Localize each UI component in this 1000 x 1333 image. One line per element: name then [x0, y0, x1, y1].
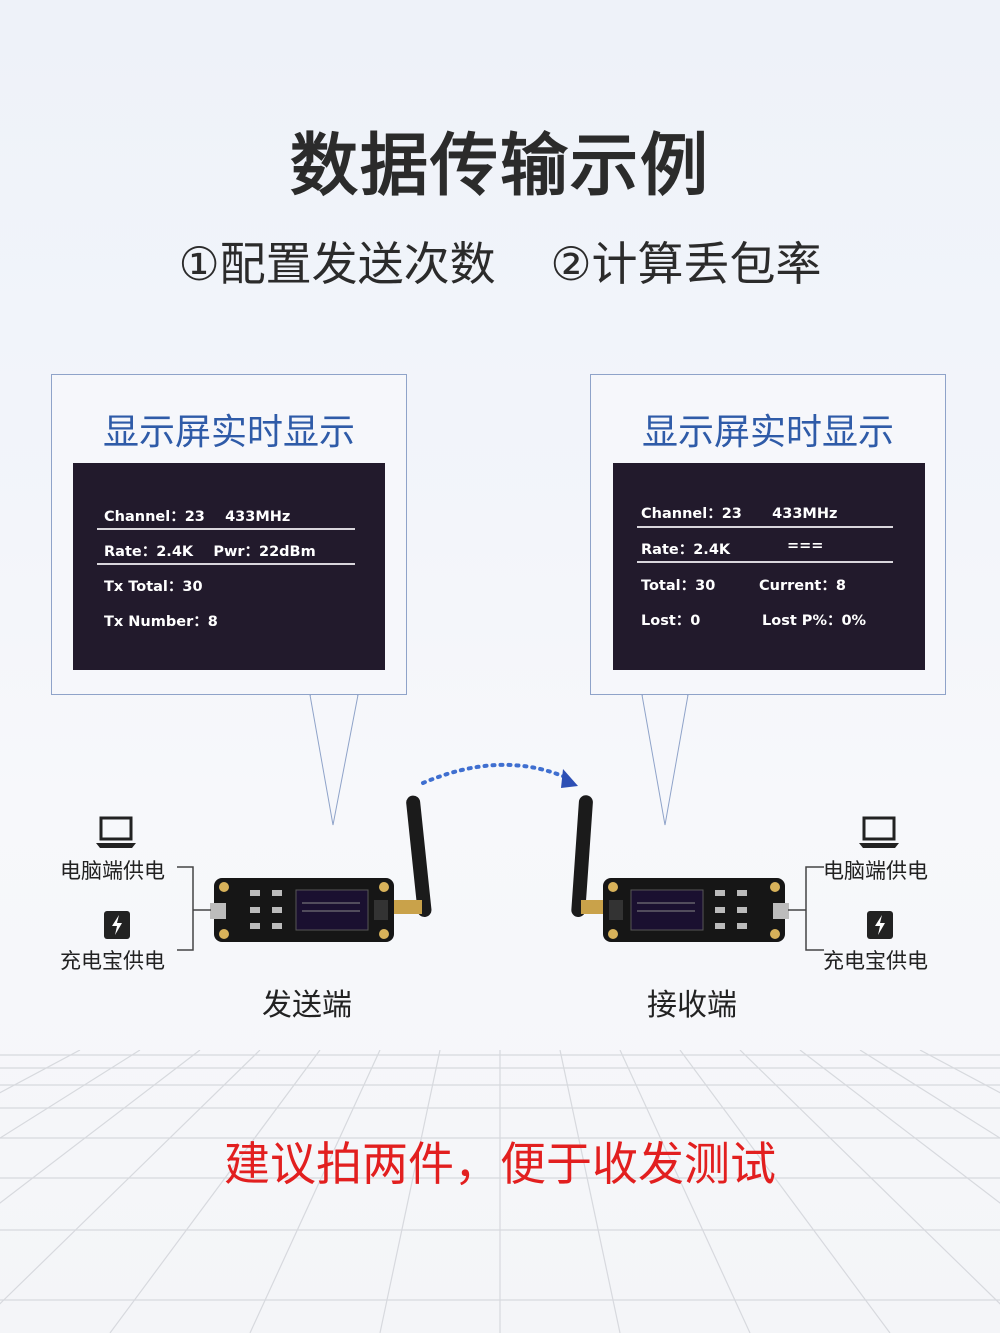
grid-floor	[0, 1050, 1000, 1333]
receiver-panel-title: 显示屏实时显示	[641, 412, 894, 453]
screen-divider	[637, 526, 893, 528]
receiver-board	[571, 795, 789, 942]
page-title: 数据传输示例	[289, 127, 710, 206]
laptop-icon	[96, 816, 136, 848]
screen-tx-number: Tx Number：8	[104, 614, 218, 630]
screen-total: Total：30	[641, 578, 716, 594]
screen-tx-total: Tx Total：30	[104, 579, 203, 595]
screen-rate: Rate：2.4K	[641, 542, 731, 558]
screen-signal-bars: ===	[787, 538, 824, 554]
screen-divider	[637, 561, 893, 563]
receiver-power-bank: 充电宝供电	[823, 949, 928, 973]
sender-power-bracket	[177, 866, 211, 951]
screen-channel: Channel：23 433MHz	[641, 506, 838, 522]
sender-panel-title: 显示屏实时显示	[102, 412, 355, 453]
step-configure-count: ①配置发送次数	[178, 237, 496, 291]
power-bank-icon	[867, 911, 893, 939]
screen-divider	[97, 528, 355, 530]
subtitle: ①配置发送次数 ②计算丢包率	[0, 228, 1000, 294]
screen-rate-power: Rate：2.4K Pwr：22dBm	[104, 544, 316, 560]
screen-lost: Lost：0	[641, 613, 701, 629]
receiver-power-bracket	[788, 866, 824, 951]
receiver-label: 接收端	[647, 988, 737, 1023]
footer-note: 建议拍两件，便于收发测试	[224, 1137, 776, 1191]
receiver-oled-screen: Channel：23 433MHz Rate：2.4K === Total：30…	[613, 463, 925, 670]
screen-divider	[97, 563, 355, 565]
sender-display-panel: 显示屏实时显示 Channel：23 433MHz Rate：2.4K Pwr：…	[51, 374, 407, 695]
receiver-display-panel: 显示屏实时显示 Channel：23 433MHz Rate：2.4K === …	[590, 374, 946, 695]
receiver-power-pc: 电脑端供电	[823, 859, 928, 883]
screen-current: Current：8	[759, 578, 846, 594]
step-packet-loss: ②计算丢包率	[550, 237, 822, 291]
power-bank-icon	[104, 911, 130, 939]
screen-lost-percent: Lost P%：0%	[762, 613, 867, 629]
screen-channel: Channel：23 433MHz	[104, 509, 291, 525]
sender-power-bank: 充电宝供电	[60, 949, 165, 973]
sender-label: 发送端	[262, 988, 352, 1023]
sender-oled-screen: Channel：23 433MHz Rate：2.4K Pwr：22dBm Tx…	[73, 463, 385, 670]
signal-arc-icon	[421, 762, 578, 788]
laptop-icon	[859, 816, 899, 848]
sender-board	[210, 795, 432, 942]
sender-power-pc: 电脑端供电	[60, 859, 165, 883]
